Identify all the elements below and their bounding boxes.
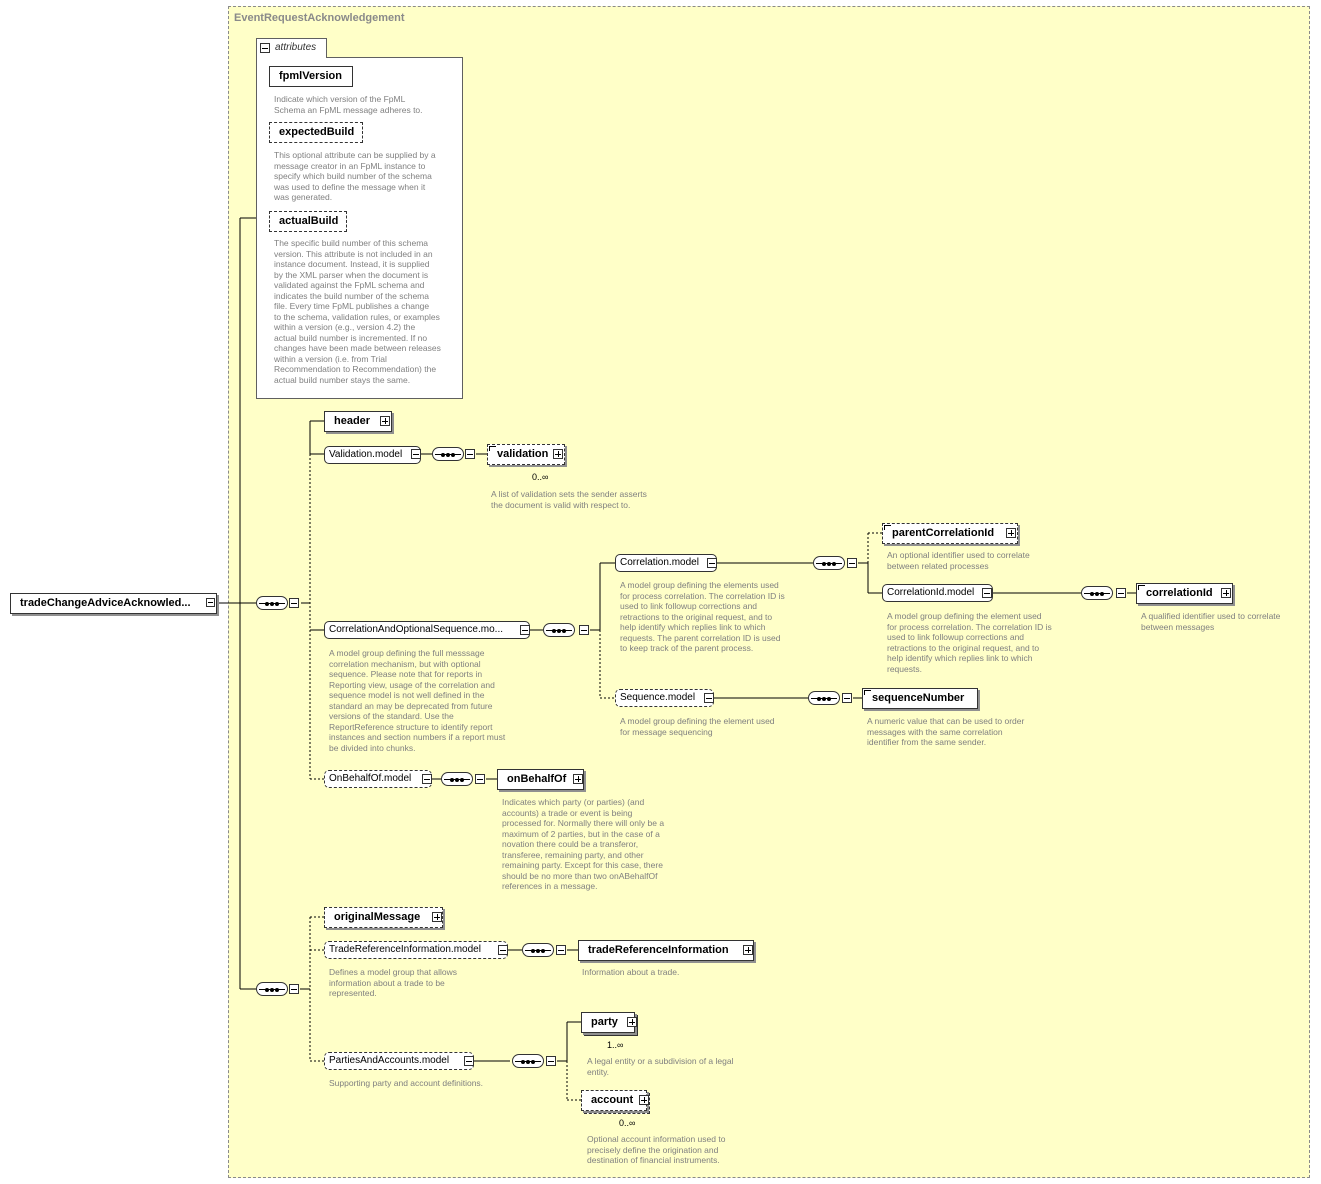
element-correlation-id[interactable]: correlationId (1136, 583, 1233, 604)
attribute-expectedbuild[interactable]: expectedBuild (269, 122, 363, 143)
model-group-on-behalf-of[interactable]: OnBehalfOf.model (324, 770, 432, 788)
account-cardinality: 0..∞ (619, 1118, 636, 1128)
collapse-minus-icon[interactable] (422, 774, 432, 784)
collapse-minus-icon[interactable] (579, 625, 589, 635)
parties-and-accounts-description: Supporting party and account definitions… (329, 1078, 484, 1088)
collapse-minus-icon[interactable] (842, 693, 852, 703)
complex-type-title: EventRequestAcknowledgement (234, 12, 405, 24)
collapse-minus-icon[interactable] (206, 598, 215, 607)
sequence-compositor-icon[interactable] (543, 623, 575, 637)
collapse-minus-icon[interactable] (707, 558, 717, 568)
collapse-minus-icon[interactable] (520, 625, 530, 635)
attribute-actualbuild-description: The specific build number of this schema… (274, 238, 441, 385)
element-on-behalf-of[interactable]: onBehalfOf (497, 769, 584, 790)
collapse-minus-icon[interactable] (289, 984, 299, 994)
validation-cardinality: 0..∞ (532, 472, 549, 482)
simple-type-icon (884, 525, 891, 530)
expand-plus-icon[interactable] (380, 416, 390, 426)
account-description: Optional account information used to pre… (587, 1134, 726, 1165)
simple-type-icon (489, 446, 496, 451)
collapse-minus-icon[interactable] (465, 449, 475, 459)
attribute-expectedbuild-description: This optional attribute can be supplied … (274, 150, 436, 202)
expand-plus-icon[interactable] (432, 912, 442, 922)
collapse-minus-icon[interactable] (704, 693, 714, 703)
element-trade-reference-information[interactable]: tradeReferenceInformation (578, 940, 754, 961)
expand-plus-icon[interactable] (1006, 528, 1016, 538)
sequence-compositor-icon[interactable] (432, 447, 464, 461)
sequence-compositor-icon[interactable] (256, 982, 288, 996)
sequence-compositor-icon[interactable] (808, 691, 840, 705)
collapse-minus-icon[interactable] (546, 1056, 556, 1066)
attributes-tab-label: attributes (275, 42, 317, 53)
simple-type-icon (1138, 585, 1145, 590)
collapse-minus-icon[interactable] (411, 449, 421, 459)
attribute-actualbuild[interactable]: actualBuild (269, 211, 347, 232)
expand-plus-icon[interactable] (627, 1017, 637, 1027)
sequence-description: A model group defining the element used … (620, 716, 775, 737)
parent-correlation-description: An optional identifier used to correlate… (887, 550, 1030, 571)
on-behalf-of-description: Indicates which party (or parties) (and … (502, 797, 665, 891)
correlation-id-model-description: A model group defining the element used … (887, 611, 1052, 674)
collapse-minus-icon[interactable] (464, 1056, 474, 1066)
root-element-label: tradeChangeAdviceAcknowled... (20, 597, 191, 609)
expand-plus-icon[interactable] (553, 449, 563, 459)
model-group-parties-and-accounts[interactable]: PartiesAndAccounts.model (324, 1052, 474, 1070)
expand-plus-icon[interactable] (743, 945, 753, 955)
model-group-validation[interactable]: Validation.model (324, 446, 421, 464)
collapse-minus-icon[interactable] (289, 598, 299, 608)
collapse-minus-icon[interactable] (475, 774, 485, 784)
collapse-minus-icon[interactable] (260, 43, 270, 53)
attribute-fpmlversion-description: Indicate which version of the FpML Schem… (274, 94, 423, 115)
model-group-correlation-id[interactable]: CorrelationId.model (882, 584, 993, 602)
attribute-fpmlversion[interactable]: fpmlVersion (269, 66, 353, 87)
element-header[interactable]: header (324, 411, 392, 432)
party-cardinality: 1..∞ (607, 1040, 624, 1050)
collapse-minus-icon[interactable] (556, 945, 566, 955)
sequence-compositor-icon[interactable] (441, 772, 473, 786)
model-group-correlation[interactable]: Correlation.model (615, 554, 717, 572)
collapse-minus-icon[interactable] (498, 945, 508, 955)
expand-plus-icon[interactable] (1221, 588, 1231, 598)
trade-reference-model-description: Defines a model group that allows inform… (329, 967, 458, 998)
party-description: A legal entity or a subdivision of a leg… (587, 1056, 734, 1077)
element-account[interactable]: account (581, 1090, 647, 1111)
trade-reference-information-description: Information about a trade. (582, 967, 680, 977)
element-original-message[interactable]: originalMessage (324, 907, 443, 928)
expand-plus-icon[interactable] (573, 774, 583, 784)
model-group-correlation-and-optional-sequence[interactable]: CorrelationAndOptionalSequence.mo... (324, 621, 530, 639)
element-sequence-number[interactable]: sequenceNumber (862, 688, 978, 709)
collapse-minus-icon[interactable] (847, 558, 857, 568)
correlation-id-description: A qualified identifier used to correlate… (1141, 611, 1281, 632)
sequence-compositor-icon[interactable] (813, 556, 845, 570)
sequence-compositor-icon[interactable] (256, 596, 288, 610)
model-group-sequence[interactable]: Sequence.model (615, 689, 714, 707)
expand-plus-icon[interactable] (639, 1095, 649, 1105)
root-element-box[interactable]: tradeChangeAdviceAcknowled... (10, 593, 217, 614)
element-parent-correlation-id[interactable]: parentCorrelationId (882, 523, 1018, 544)
simple-type-icon (864, 690, 871, 695)
sequence-compositor-icon[interactable] (1081, 586, 1113, 600)
sequence-number-description: A numeric value that can be used to orde… (867, 716, 1025, 747)
collapse-minus-icon[interactable] (982, 588, 992, 598)
correlation-sequence-description: A model group defining the full messsage… (329, 648, 506, 753)
attributes-tab[interactable] (256, 38, 327, 58)
correlation-description: A model group defining the elements used… (620, 580, 785, 653)
sequence-compositor-icon[interactable] (522, 943, 554, 957)
model-group-trade-reference-information[interactable]: TradeReferenceInformation.model (324, 941, 508, 959)
validation-description: A list of validation sets the sender ass… (491, 489, 647, 510)
element-validation[interactable]: validation (487, 444, 565, 465)
sequence-compositor-icon[interactable] (512, 1054, 544, 1068)
collapse-minus-icon[interactable] (1116, 588, 1126, 598)
